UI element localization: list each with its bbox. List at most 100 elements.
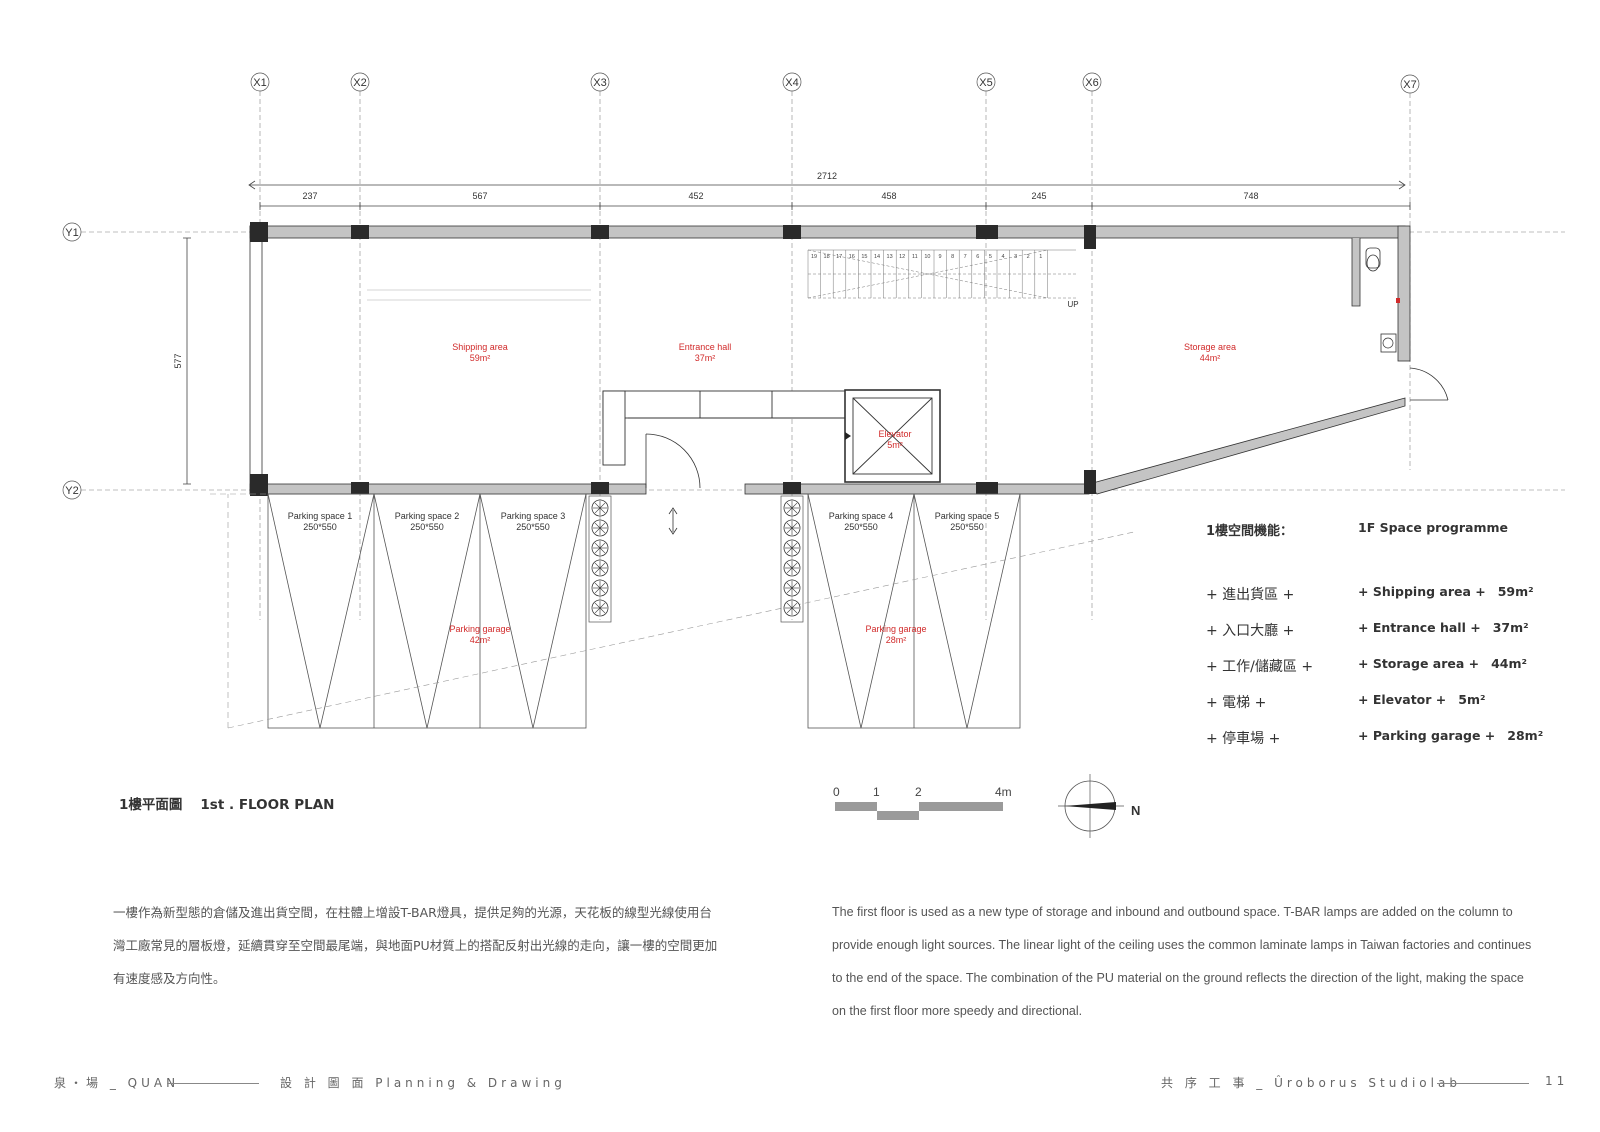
stair-step-number: 3 bbox=[1014, 254, 1017, 260]
programme-item-area: 28m² bbox=[1507, 728, 1544, 743]
footer-rule-right bbox=[1437, 1083, 1529, 1084]
north-label: N bbox=[1131, 803, 1140, 818]
dimension-total: 2712 bbox=[817, 171, 837, 181]
parking-space-size: 250*550 bbox=[844, 522, 878, 532]
dimension-segment: 237 bbox=[302, 191, 317, 201]
parking-space-name: Parking space 3 bbox=[501, 511, 566, 521]
garage-name: Parking garage bbox=[865, 624, 926, 634]
description-zh-line: 一樓作為新型態的倉儲及進出貨空間，在柱體上增設T-BAR燈具，提供足夠的光源，天… bbox=[113, 905, 712, 920]
scale-tick-1: 1 bbox=[873, 785, 880, 799]
scale-tick-4m: 4m bbox=[995, 785, 1012, 799]
programme-heading-zh: 1樓空間機能： bbox=[1206, 524, 1294, 539]
stair-step-number: 2 bbox=[1027, 254, 1030, 260]
room-name: Storage area bbox=[1184, 342, 1236, 352]
axis-label-x6: X6 bbox=[1085, 77, 1098, 89]
north-arrow: N bbox=[1058, 774, 1140, 838]
footer-brand-right: 共 序 工 事 _ Ûroborus Studiolab bbox=[1161, 1076, 1461, 1090]
programme-item: + 進出貨區 ++ Shipping area +59m² bbox=[1206, 584, 1536, 620]
parking-space-size: 250*550 bbox=[516, 522, 550, 532]
axis-label-x4: X4 bbox=[785, 77, 798, 89]
axis-label-x2: X2 bbox=[353, 77, 366, 89]
parking-space-name: Parking space 1 bbox=[288, 511, 353, 521]
axis-label-y2: Y2 bbox=[65, 485, 78, 497]
programme-item-zh: + 電梯 + bbox=[1206, 695, 1267, 711]
programme-heading: 1樓空間機能： 1F Space programme bbox=[1206, 520, 1536, 548]
axis-label-x1: X1 bbox=[253, 77, 266, 89]
axis-label-y1: Y1 bbox=[65, 227, 78, 239]
scale-bar: 0 1 2 4m bbox=[833, 785, 1012, 820]
programme-item-name: + Parking garage + bbox=[1358, 728, 1496, 743]
stair-step-number: 13 bbox=[887, 254, 893, 260]
stair-step-number: 14 bbox=[874, 254, 880, 260]
parking-zone bbox=[210, 493, 1135, 729]
description-zh-line: 灣工廠常見的層板燈，延續貫穿至空間最尾端，與地面PU材質上的搭配反射出光線的走向… bbox=[113, 938, 718, 953]
scale-tick-2: 2 bbox=[915, 785, 922, 799]
stair-step-number: 11 bbox=[912, 254, 918, 260]
stair-step-number: 18 bbox=[824, 254, 830, 260]
stair-step-number: 8 bbox=[951, 254, 954, 260]
description-zh: 一樓作為新型態的倉儲及進出貨空間，在柱體上增設T-BAR燈具，提供足夠的光源，天… bbox=[113, 896, 773, 995]
parking-space-name: Parking space 2 bbox=[395, 511, 460, 521]
stair-step-number: 19 bbox=[811, 254, 817, 260]
programme-item-name: + Elevator + bbox=[1358, 692, 1447, 707]
programme-item-name: + Shipping area + bbox=[1358, 584, 1486, 599]
description-zh-line: 有速度感及方向性。 bbox=[113, 971, 226, 986]
stair-step-number: 7 bbox=[964, 254, 967, 260]
axis-label-x3: X3 bbox=[593, 77, 606, 89]
footer-rule-left bbox=[167, 1083, 259, 1084]
stair-step-number: 6 bbox=[976, 254, 979, 260]
dimension-depth: 577 bbox=[173, 353, 183, 368]
description-en-line: on the first floor more speedy and direc… bbox=[832, 1004, 1083, 1018]
programme-item-en: + Elevator + 5m² bbox=[1358, 692, 1485, 707]
stair-step-number: 15 bbox=[861, 254, 867, 260]
programme-item-area: 44m² bbox=[1491, 656, 1528, 671]
programme-item-zh: + 工作/儲藏區 + bbox=[1206, 659, 1314, 675]
axis-label-x7: X7 bbox=[1403, 79, 1416, 91]
dimension-segment: 245 bbox=[1031, 191, 1046, 201]
description-en-line: to the end of the space. The combination… bbox=[832, 971, 1524, 985]
programme-item-name: + Storage area + bbox=[1358, 656, 1480, 671]
room-area: 59m² bbox=[470, 353, 491, 363]
space-programme: 1樓空間機能： 1F Space programme + 進出貨區 ++ Shi… bbox=[1206, 520, 1543, 747]
programme-heading-en: 1F Space programme bbox=[1358, 520, 1508, 535]
programme-item: + 電梯 + + Elevator + 5m² bbox=[1206, 692, 1536, 728]
dimension-segment: 452 bbox=[688, 191, 703, 201]
axis-label-x5: X5 bbox=[979, 77, 992, 89]
description-en-line: provide enough light sources. The linear… bbox=[832, 938, 1532, 952]
room-name: Elevator bbox=[878, 429, 911, 439]
stair-step-number: 17 bbox=[836, 254, 842, 260]
room-area: 5m² bbox=[887, 440, 903, 450]
dimension-segment: 567 bbox=[472, 191, 487, 201]
parking-space-size: 250*550 bbox=[410, 522, 444, 532]
footer-section: 設 計 圖 面 Planning & Drawing bbox=[280, 1076, 566, 1090]
stair-step-number: 5 bbox=[989, 254, 992, 260]
room-area: 37m² bbox=[695, 353, 716, 363]
stair-step-number: 12 bbox=[899, 254, 905, 260]
footer-brand-left: 泉・場 _ QUAN bbox=[54, 1076, 180, 1090]
programme-item-area: 5m² bbox=[1458, 692, 1486, 707]
parking-space-size: 250*550 bbox=[303, 522, 337, 532]
programme-item-zh: + 入口大廳 + bbox=[1206, 623, 1295, 639]
room-name: Shipping area bbox=[452, 342, 508, 352]
parking-space-name: Parking space 4 bbox=[829, 511, 894, 521]
programme-item-name: + Entrance hall + bbox=[1358, 620, 1481, 635]
garage-area: 28m² bbox=[886, 635, 907, 645]
stair-up-label: UP bbox=[1067, 300, 1078, 309]
programme-item-area: 59m² bbox=[1497, 584, 1534, 599]
garage-name: Parking garage bbox=[449, 624, 510, 634]
stair-step-number: 16 bbox=[849, 254, 855, 260]
programme-item-zh: + 停車場 + bbox=[1206, 731, 1281, 747]
stair-step-number: 1 bbox=[1039, 254, 1042, 260]
stair-step-number: 4 bbox=[1001, 254, 1004, 260]
description-en-line: The first floor is used as a new type of… bbox=[832, 905, 1513, 919]
programme-list: + 進出貨區 ++ Shipping area +59m²+ 入口大廳 ++ E… bbox=[1206, 584, 1543, 764]
scale-tick-0: 0 bbox=[833, 785, 840, 799]
dimension-segment: 748 bbox=[1243, 191, 1258, 201]
parking-space-name: Parking space 5 bbox=[935, 511, 1000, 521]
